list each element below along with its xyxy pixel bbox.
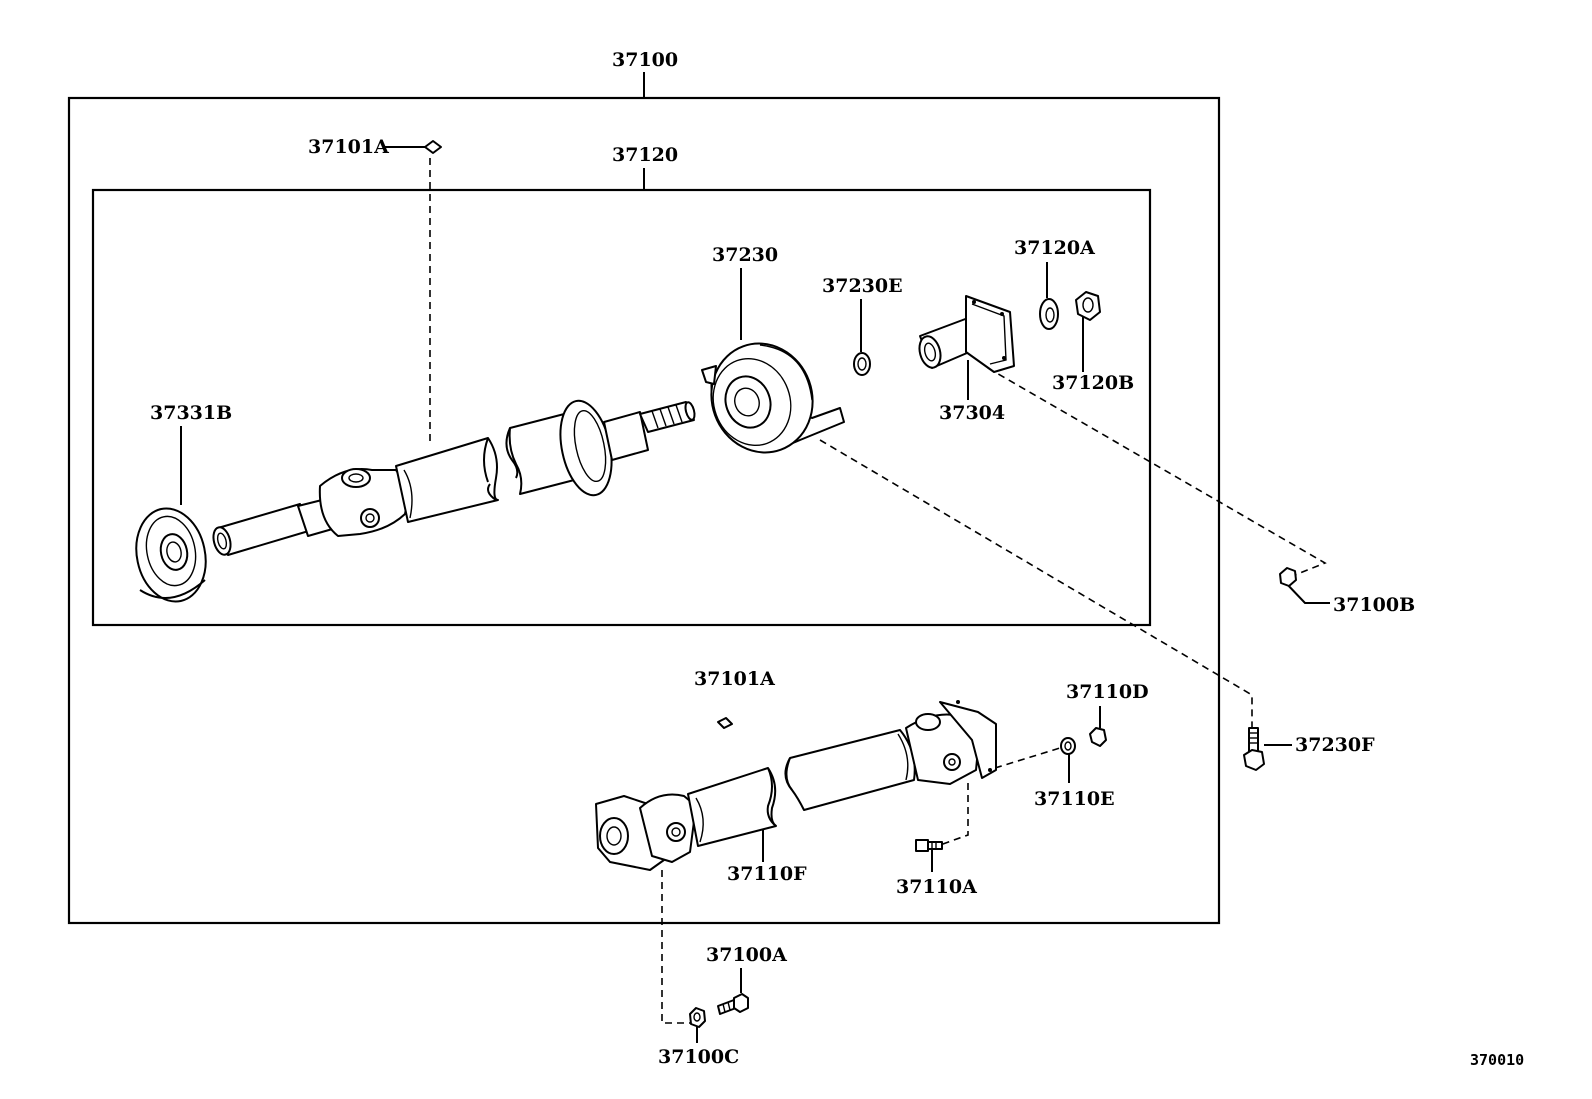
label-yoke-bolt-top: 37101A — [308, 136, 389, 158]
front-shaft-shape — [212, 399, 696, 556]
bolt-100a-shape — [717, 993, 749, 1015]
leader-lines — [180, 146, 1330, 1043]
rear-shaft-shape — [595, 700, 997, 871]
nut-100c-shape — [689, 1007, 706, 1028]
label-washer-110e: 37110E — [1034, 788, 1115, 810]
yoke-key-bottom-shape — [717, 717, 733, 729]
label-center-assembly: 37120 — [612, 144, 678, 166]
label-washer-e: 37230E — [822, 275, 903, 297]
label-assembly: 37100 — [612, 49, 678, 71]
companion-flange-shape — [918, 295, 1015, 373]
dust-cover-shape — [135, 507, 207, 603]
label-nut-100b: 37100B — [1333, 594, 1415, 616]
washer-110e-shape — [1060, 737, 1076, 755]
label-nut-d: 37110D — [1066, 681, 1149, 703]
label-yoke-bolt-bottom: 37101A — [694, 668, 775, 690]
diagram-id: 370010 — [1470, 1051, 1524, 1069]
label-bolt-110a: 37110A — [896, 876, 977, 898]
label-rear-shaft: 37110F — [727, 863, 807, 885]
inner-assembly-frame — [91, 168, 1152, 627]
bolt-110a-shape — [915, 839, 943, 852]
outer-assembly-frame — [67, 72, 1221, 925]
nut-100b-shape — [1279, 567, 1297, 587]
label-center-bearing: 37230 — [712, 244, 778, 266]
label-bolt-100a: 37100A — [706, 944, 787, 966]
yoke-key-top-shape — [424, 140, 442, 154]
nut-110d-shape — [1089, 727, 1107, 747]
label-washer-a: 37120A — [1014, 237, 1095, 259]
center-bearing-shape — [701, 342, 845, 454]
washer-120a-shape — [1039, 298, 1059, 330]
washer-230e-shape — [853, 352, 871, 376]
label-nut-b: 37120B — [1052, 372, 1134, 394]
label-nut-100c: 37100C — [658, 1046, 739, 1068]
label-bolt-f: 37230F — [1295, 734, 1375, 756]
nut-120b-shape — [1075, 291, 1101, 321]
bolt-230f-shape — [1243, 727, 1265, 771]
label-dust-cover: 37331B — [150, 402, 232, 424]
label-flange: 37304 — [939, 402, 1005, 424]
